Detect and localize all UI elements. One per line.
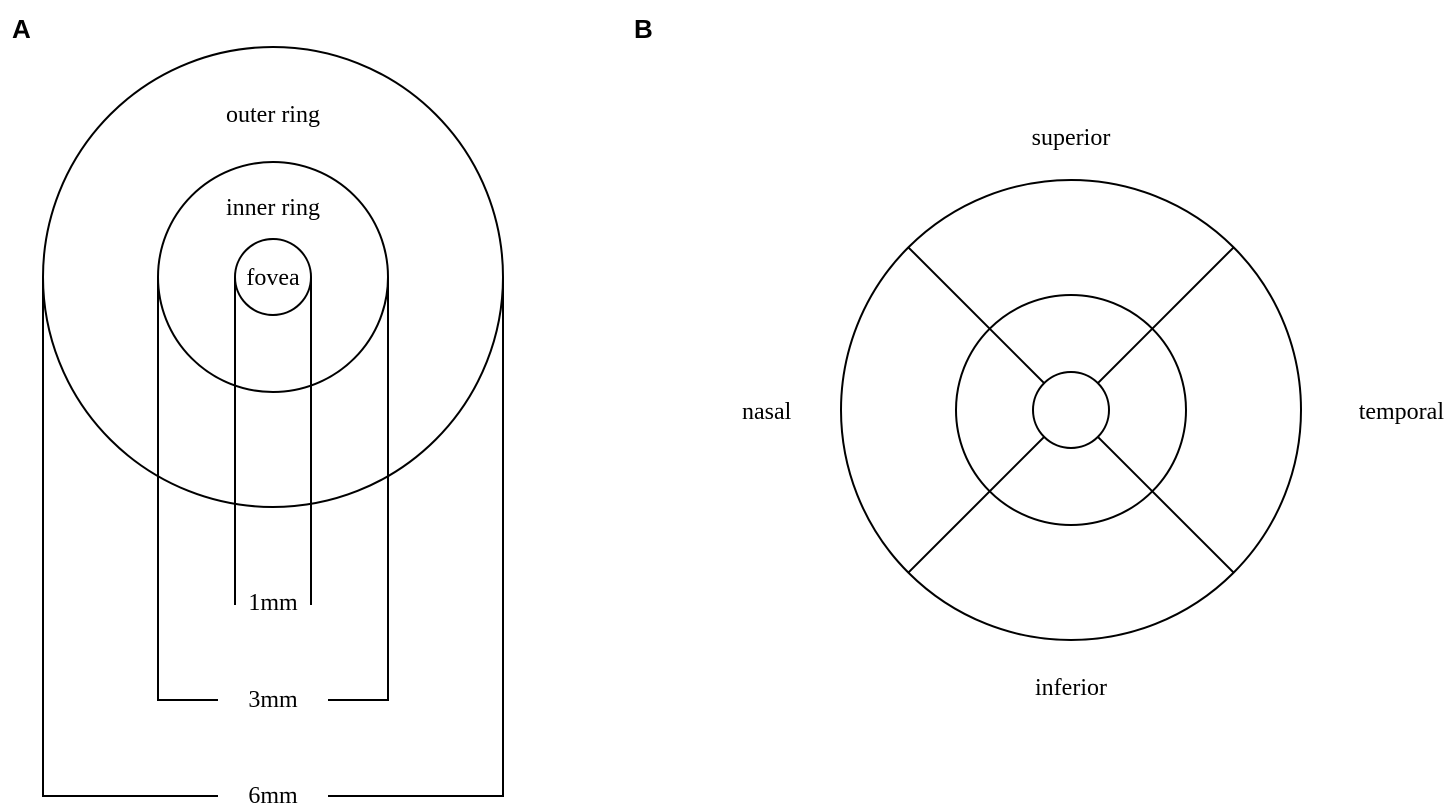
panel-b: B superior inferior nasal temporal [634, 14, 1444, 701]
panel-b-label: B [634, 14, 653, 44]
superior-label: superior [1032, 125, 1111, 151]
divider-bottom-right [1097, 436, 1235, 574]
divider-top-left [907, 246, 1045, 384]
divider-bottom-left [907, 436, 1045, 574]
divider-top-right [1097, 246, 1235, 384]
dimension-3mm-label: 3mm [248, 687, 298, 713]
outer-ring-label: outer ring [226, 102, 320, 128]
nasal-label: nasal [742, 399, 792, 425]
dimension-6mm-right-bracket [328, 277, 504, 797]
dimension-1mm-label: 1mm [248, 590, 298, 616]
inner-ring-label: inner ring [226, 195, 320, 221]
central-sector-circle [1032, 371, 1110, 449]
panel-a: A outer ring inner ring fovea 1mm 3mm 6m… [12, 14, 504, 809]
panel-a-label: A [12, 14, 31, 44]
temporal-label: temporal [1359, 399, 1445, 425]
dimension-6mm-label: 6mm [248, 783, 298, 809]
inner-sector-circle [955, 294, 1187, 526]
dimension-3mm-left-bracket [157, 277, 218, 701]
outer-sector-circle [840, 179, 1302, 641]
dimension-6mm-left-bracket [42, 277, 218, 797]
inferior-label: inferior [1035, 675, 1107, 701]
fovea-label: fovea [246, 265, 300, 291]
dimension-3mm-right-bracket [328, 277, 389, 701]
